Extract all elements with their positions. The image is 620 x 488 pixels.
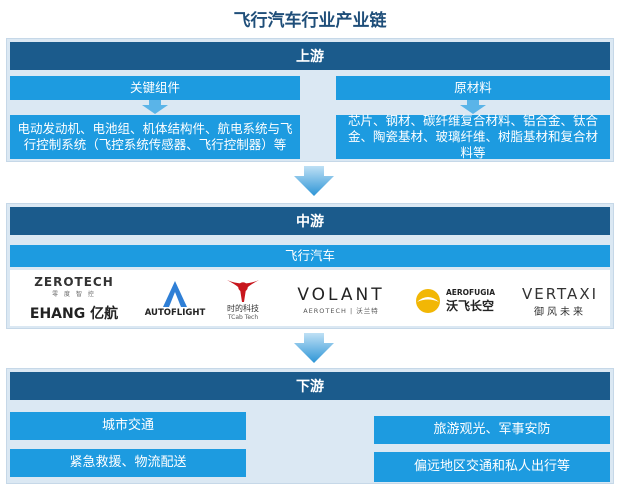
aerofugia-mark-icon <box>415 289 440 313</box>
page-title: 飞行汽车行业产业链 <box>233 10 387 31</box>
aerofugia-logo-sub: 沃飞长空 <box>445 299 494 313</box>
ehang-logo: EHANG 亿航 <box>18 302 130 324</box>
key-components-arrow <box>142 100 168 114</box>
volant-logo: VOLANT AEROTECH | 沃兰特 <box>282 276 400 324</box>
tcab-logo-name: 时的科技 <box>227 304 259 313</box>
zerotech-logo: ZEROTECH 零 度 智 控 <box>18 273 130 299</box>
key-components-text: 电动发动机、电池组、机体结构件、航电系统与飞行控制系统（飞控系统传感器、飞行控制… <box>10 115 300 159</box>
volant-logo-sub: AEROTECH | 沃兰特 <box>303 307 379 315</box>
flying-car-label: 飞行汽车 <box>10 245 610 267</box>
tcab-mark-icon <box>227 280 259 302</box>
vertaxi-logo-sub: 御风未来 <box>534 306 586 318</box>
tcab-logo-sub: TCab Tech <box>227 314 259 321</box>
upstream-header: 上游 <box>10 42 610 70</box>
aerofugia-logo-name: AEROFUGIA <box>445 288 496 297</box>
midstream-header: 中游 <box>10 207 610 235</box>
flow-arrow-icon <box>294 166 334 196</box>
raw-materials-arrow <box>460 100 486 114</box>
downstream-item: 紧急救援、物流配送 <box>10 449 246 477</box>
tcab-logo: 时的科技 TCab Tech <box>214 272 272 326</box>
autoflight-mark-icon <box>163 281 187 307</box>
vertaxi-logo-name: VERTAXI <box>521 284 599 303</box>
raw-materials-label: 原材料 <box>336 76 610 100</box>
zerotech-logo-sub: 零 度 智 控 <box>52 290 96 298</box>
flow-arrow-icon <box>294 333 334 363</box>
raw-materials-text: 芯片、钢材、碳纤维复合材料、铝合金、钛合金、陶瓷基材、玻璃纤维、树脂基材和复合材… <box>336 113 610 160</box>
vertaxi-logo: VERTAXI 御风未来 <box>512 280 608 322</box>
key-components-label: 关键组件 <box>10 76 300 100</box>
volant-logo-name: VOLANT <box>297 285 385 305</box>
autoflight-logo-name: AUTOFLIGHT <box>144 308 206 318</box>
downstream-item: 旅游观光、军事安防 <box>374 416 610 444</box>
downstream-item: 偏远地区交通和私人出行等 <box>374 452 610 482</box>
ehang-logo-name: EHANG 亿航 <box>29 306 119 322</box>
logo-panel <box>10 270 610 326</box>
downstream-header: 下游 <box>10 372 610 400</box>
downstream-item: 城市交通 <box>10 412 246 440</box>
zerotech-logo-name: ZEROTECH <box>34 274 114 289</box>
aerofugia-logo: AEROFUGIA 沃飞长空 <box>402 280 506 322</box>
autoflight-logo: AUTOFLIGHT <box>140 273 210 325</box>
